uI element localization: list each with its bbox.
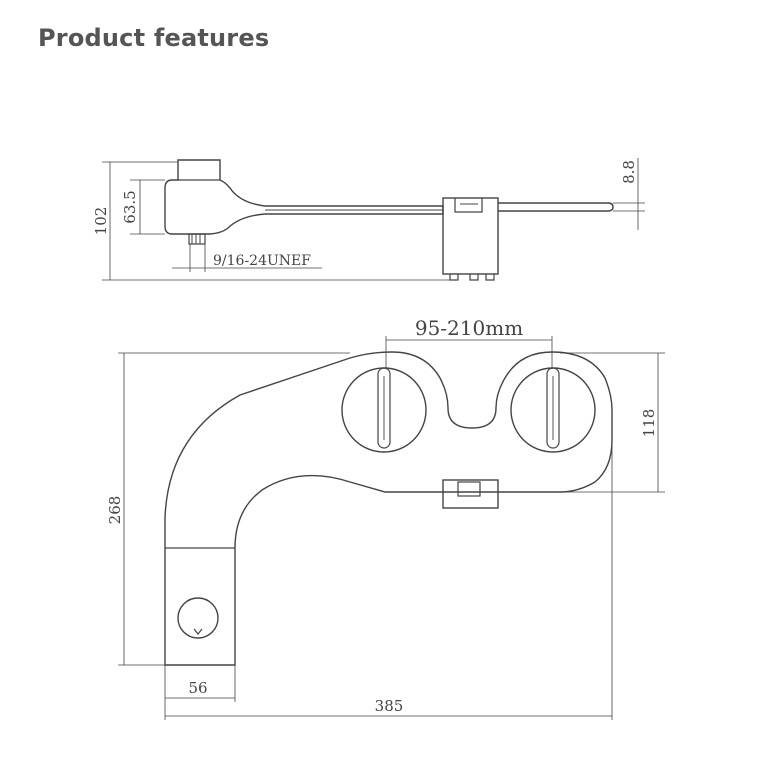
- side-bracket-feet: [449, 274, 495, 281]
- top-bracket: [442, 479, 499, 509]
- top-view: 95-210mm 118 268 56 385: [106, 316, 665, 720]
- page-title: Product features: [38, 24, 270, 52]
- left-knob-slot: [377, 367, 391, 449]
- dim-height-total: 102: [92, 207, 110, 236]
- dim-depth: 118: [640, 409, 658, 438]
- dim-thread: 9/16-24UNEF: [213, 253, 311, 269]
- right-knob-slot: [546, 367, 560, 449]
- dim-base-width: 56: [188, 679, 207, 697]
- top-body-outline: [164, 351, 613, 666]
- side-arm: [498, 202, 614, 212]
- dim-height-body: 63.5: [121, 190, 139, 223]
- side-bracket: [442, 197, 499, 275]
- dim-thickness: 8.8: [620, 160, 638, 184]
- side-body: [164, 159, 444, 235]
- control-dial: [177, 597, 219, 639]
- top-bracket-slot: [457, 481, 481, 497]
- control-dial-pointer: [193, 628, 203, 635]
- inlet-fitting: [188, 233, 206, 245]
- dim-overall-width: 385: [375, 697, 404, 715]
- dim-hole-spacing: 95-210mm: [415, 316, 523, 340]
- side-view: 102 63.5 8.8 9/16-24UNEF: [92, 158, 645, 281]
- dim-length: 268: [106, 496, 124, 525]
- side-bracket-slot: [454, 198, 483, 213]
